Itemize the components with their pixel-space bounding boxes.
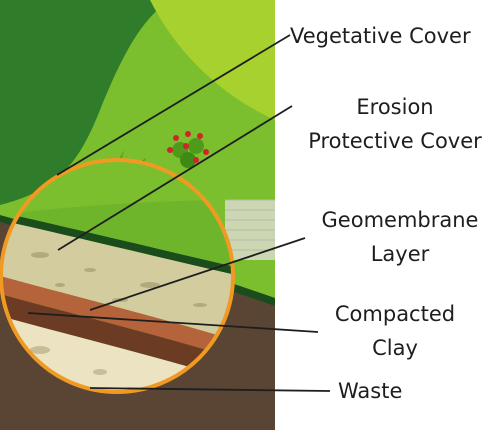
label-clay-line2: Clay bbox=[372, 336, 418, 360]
label-geomembrane-line2: Layer bbox=[370, 242, 430, 266]
label-erosion-line2: Protective Cover bbox=[308, 129, 482, 153]
magnifier-circle bbox=[0, 158, 235, 394]
label-geomembrane-layer: Geomembrane Layer bbox=[300, 207, 500, 267]
label-erosion-line1: Erosion bbox=[356, 95, 434, 119]
label-clay-line1: Compacted bbox=[334, 302, 456, 326]
label-geomembrane-line1: Geomembrane bbox=[321, 208, 479, 232]
leader-lines bbox=[27, 34, 331, 392]
label-waste: Waste bbox=[338, 379, 403, 403]
label-erosion-protective-cover: Erosion Protective Cover bbox=[295, 94, 495, 154]
flowering-plant-icon bbox=[167, 131, 209, 168]
label-compacted-clay: Compacted Clay bbox=[320, 301, 470, 361]
label-vegetative-cover: Vegetative Cover bbox=[290, 24, 471, 48]
